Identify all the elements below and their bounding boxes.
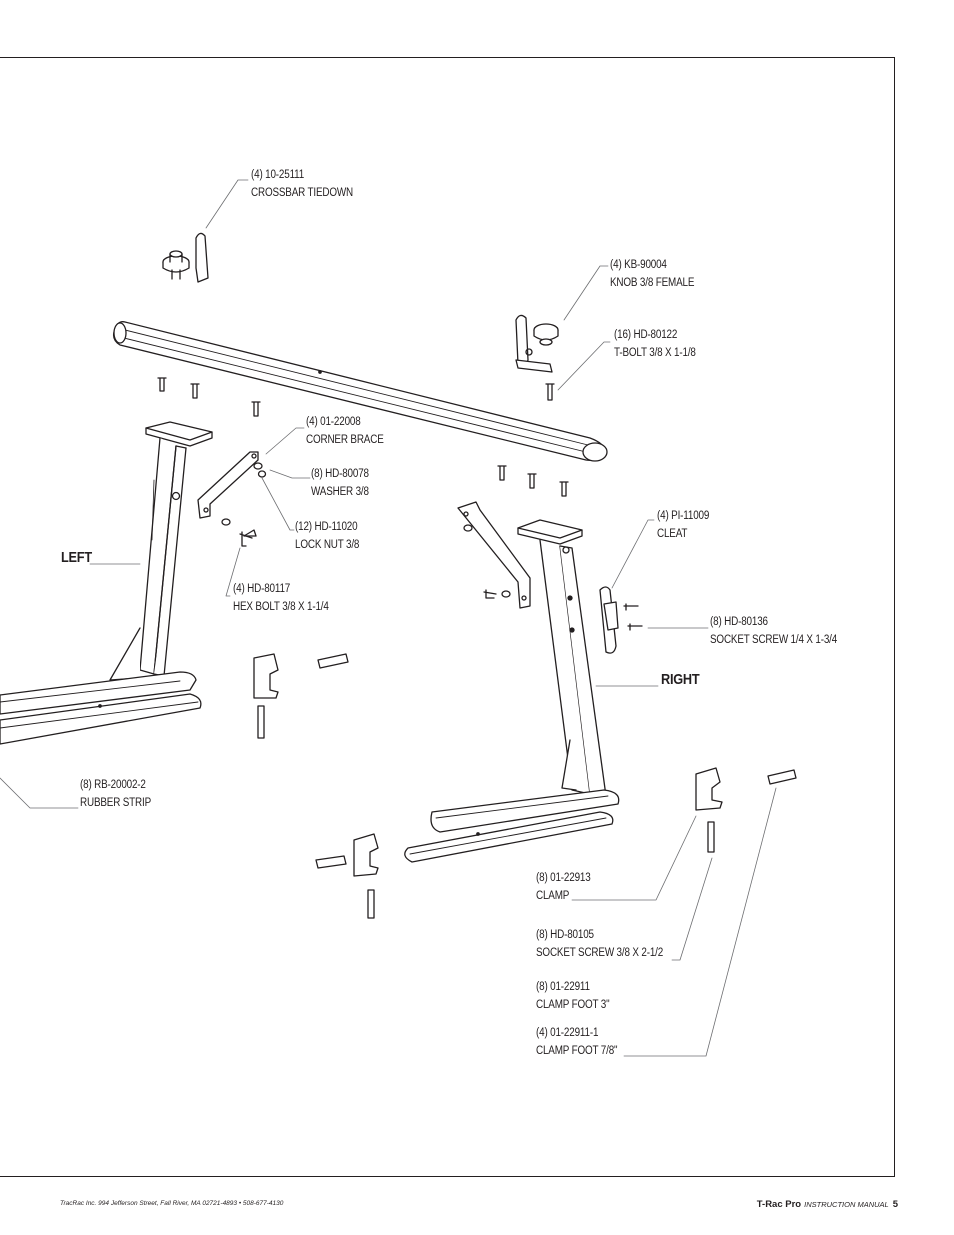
left-upright bbox=[0, 421, 213, 745]
part-number: (8) HD-80105 bbox=[536, 929, 594, 941]
left-side-label: LEFT bbox=[61, 549, 92, 566]
part-number: (4) 01-22008 bbox=[306, 416, 361, 428]
part-name: KNOB 3/8 FEMALE bbox=[610, 277, 695, 289]
part-number: (8) 01-22911 bbox=[536, 981, 590, 993]
part-number: (4) 01-22911-1 bbox=[536, 1027, 599, 1039]
leader-lines bbox=[0, 179, 777, 1057]
part-name: T-BOLT 3/8 X 1-1/8 bbox=[614, 347, 696, 359]
left-corner-brace bbox=[197, 451, 259, 519]
manual-label: INSTRUCTION MANUAL bbox=[804, 1200, 889, 1209]
crossbar bbox=[112, 321, 608, 462]
part-name: SOCKET SCREW 3/8 X 2-1/2 bbox=[536, 947, 664, 959]
label-tbolt: (16) HD-80122 T-BOLT 3/8 X 1-1/8 bbox=[614, 326, 696, 362]
label-cleat: (4) PI-11009 CLEAT bbox=[657, 507, 709, 543]
knob-tiedown-right bbox=[515, 314, 559, 373]
footer-address: TracRac Inc. 994 Jefferson Street, Fall … bbox=[60, 1200, 284, 1207]
part-name: RUBBER STRIP bbox=[80, 797, 152, 809]
part-number: (12) HD-11020 bbox=[295, 521, 358, 533]
part-name: CROSSBAR TIEDOWN bbox=[251, 187, 354, 199]
tbolts-left bbox=[157, 377, 569, 497]
part-number: (8) HD-80136 bbox=[710, 616, 768, 628]
label-washer: (8) HD-80078 WASHER 3/8 bbox=[311, 465, 369, 501]
label-rubber-strip: (8) RB-20002-2 RUBBER STRIP bbox=[80, 776, 151, 812]
label-lock-nut: (12) HD-11020 LOCK NUT 3/8 bbox=[295, 518, 359, 554]
right-clamps bbox=[315, 767, 797, 919]
left-hardware bbox=[221, 462, 267, 547]
label-clamp: (8) 01-22913 CLAMP bbox=[536, 869, 591, 905]
right-upright bbox=[404, 519, 620, 863]
part-number: (4) KB-90004 bbox=[610, 259, 667, 271]
part-number: (8) RB-20002-2 bbox=[80, 779, 146, 791]
label-hex-bolt: (4) HD-80117 HEX BOLT 3/8 X 1-1/4 bbox=[233, 580, 329, 616]
part-name: WASHER 3/8 bbox=[311, 486, 369, 498]
label-clamp-foot-78: (4) 01-22911-1 CLAMP FOOT 7/8" bbox=[536, 1024, 618, 1060]
left-clamp bbox=[253, 653, 349, 739]
product-name: T-Rac Pro bbox=[756, 1199, 802, 1210]
part-number: (8) 01-22913 bbox=[536, 872, 591, 884]
part-name: CLAMP FOOT 7/8" bbox=[536, 1045, 618, 1057]
part-name: CLAMP bbox=[536, 890, 570, 902]
label-socket-screw-large: (8) HD-80105 SOCKET SCREW 3/8 X 2-1/2 bbox=[536, 926, 663, 962]
part-number: (4) PI-11009 bbox=[657, 510, 710, 522]
label-clamp-foot-3: (8) 01-22911 CLAMP FOOT 3" bbox=[536, 978, 610, 1014]
part-name: HEX BOLT 3/8 X 1-1/4 bbox=[233, 601, 329, 613]
label-corner-brace: (4) 01-22008 CORNER BRACE bbox=[306, 413, 384, 449]
part-name: CLAMP FOOT 3" bbox=[536, 999, 610, 1011]
part-name: CLEAT bbox=[657, 528, 688, 540]
part-name: CORNER BRACE bbox=[306, 434, 384, 446]
label-crossbar-tiedown: (4) 10-25111 CROSSBAR TIEDOWN bbox=[251, 166, 353, 202]
page-number: 5 bbox=[892, 1199, 898, 1210]
part-number: (8) HD-80078 bbox=[311, 468, 369, 480]
cleat-part bbox=[599, 586, 643, 654]
crossbar-tiedown-part bbox=[162, 232, 209, 283]
page-frame bbox=[0, 57, 895, 1177]
part-name: LOCK NUT 3/8 bbox=[295, 539, 360, 551]
part-name: SOCKET SCREW 1/4 X 1-3/4 bbox=[710, 634, 838, 646]
right-side-label: RIGHT bbox=[661, 671, 700, 688]
right-corner-brace bbox=[457, 501, 531, 609]
label-socket-screw-small: (8) HD-80136 SOCKET SCREW 1/4 X 1-3/4 bbox=[710, 613, 837, 649]
label-knob: (4) KB-90004 KNOB 3/8 FEMALE bbox=[610, 256, 694, 292]
part-number: (4) HD-80117 bbox=[233, 583, 291, 595]
part-number: (4) 10-25111 bbox=[251, 169, 305, 181]
part-number: (16) HD-80122 bbox=[614, 329, 678, 341]
